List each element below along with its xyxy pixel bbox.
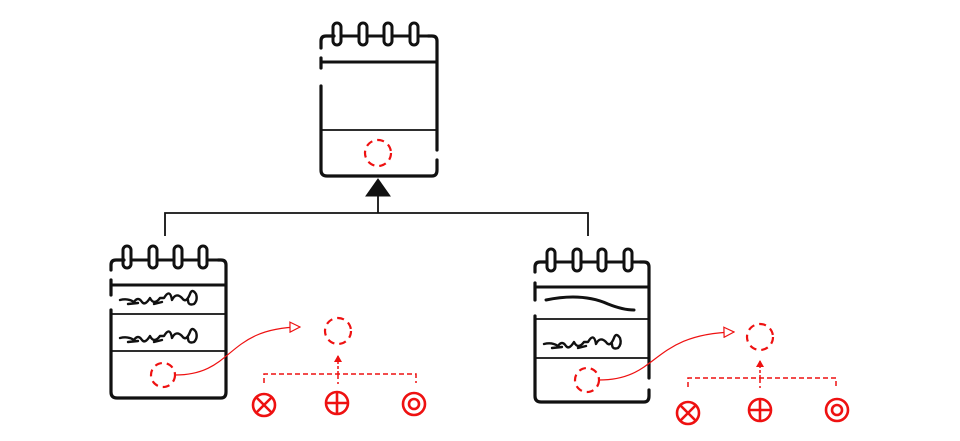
parent-class-box bbox=[319, 34, 439, 178]
operation-link-arrow bbox=[174, 327, 300, 376]
circle-plus-icon bbox=[324, 390, 350, 416]
dashed-circle-icon bbox=[323, 316, 353, 346]
wave-line bbox=[544, 295, 636, 312]
parent-binder-rings bbox=[331, 21, 430, 47]
dashed-circle-icon bbox=[573, 366, 601, 394]
left-binder-rings bbox=[121, 244, 220, 270]
circle-times-icon bbox=[251, 392, 277, 418]
operation-link-arrow bbox=[598, 332, 734, 381]
operation-options-tree bbox=[263, 355, 417, 384]
dashed-circle-icon bbox=[149, 361, 177, 389]
left-child-class-box bbox=[109, 258, 228, 400]
dashed-circle-icon bbox=[745, 322, 775, 352]
operation-options-tree bbox=[687, 360, 837, 388]
scribble-text bbox=[542, 333, 622, 350]
double-circle-icon bbox=[401, 391, 427, 417]
circle-plus-icon bbox=[747, 397, 773, 423]
dashed-circle-icon bbox=[363, 138, 393, 168]
inheritance-arrow bbox=[164, 178, 589, 236]
scribble-text bbox=[118, 327, 198, 344]
right-child-class-box bbox=[533, 260, 651, 404]
double-circle-icon bbox=[824, 397, 850, 423]
circle-times-icon bbox=[675, 400, 701, 426]
right-binder-rings bbox=[545, 247, 642, 273]
scribble-text bbox=[118, 289, 198, 306]
